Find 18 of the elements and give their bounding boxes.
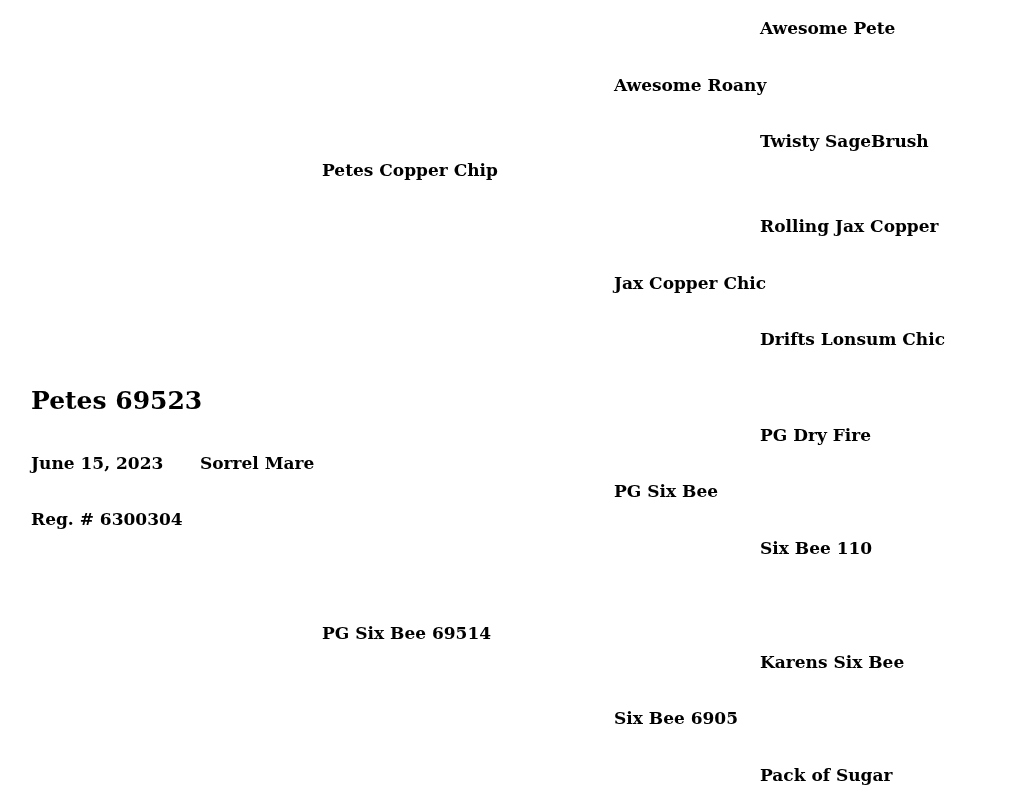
ancestor-name: PG Dry Fire — [760, 424, 871, 447]
pedigree-title: Petes 69523 — [31, 385, 203, 417]
ancestor-name: Pack of Sugar — [760, 764, 893, 787]
grandparent-name: PG Six Bee — [614, 480, 718, 503]
ancestor-name: Rolling Jax Copper — [760, 215, 939, 238]
color-and-sex: Sorrel Mare — [200, 452, 315, 475]
registration-number: Reg. # 6300304 — [31, 508, 183, 531]
grandparent-name: Jax Copper Chic — [614, 272, 767, 295]
grandparent-name: Awesome Roany — [614, 74, 767, 97]
sire-name: Petes Copper Chip — [322, 159, 498, 182]
ancestor-name: Six Bee 110 — [760, 537, 873, 560]
birth-date: June 15, 2023 — [31, 452, 164, 475]
dam-name: PG Six Bee 69514 — [322, 622, 492, 645]
grandparent-name: Six Bee 6905 — [614, 707, 739, 730]
ancestor-name: Drifts Lonsum Chic — [760, 328, 945, 351]
ancestor-name: Awesome Pete — [760, 17, 896, 40]
ancestor-name: Twisty SageBrush — [760, 130, 929, 153]
ancestor-name: Karens Six Bee — [760, 651, 905, 674]
